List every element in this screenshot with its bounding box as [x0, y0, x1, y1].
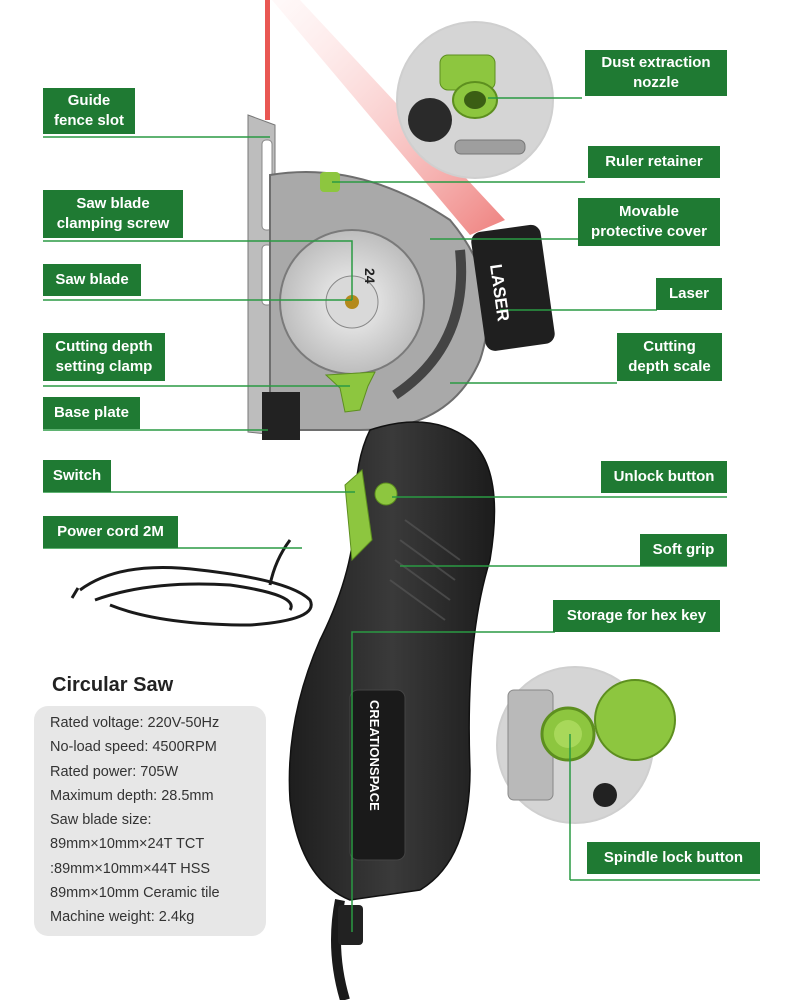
blade-number-text: 24	[362, 268, 378, 284]
depth-scale-arc	[392, 249, 467, 400]
spec-maximum-depth: Maximum depth: 28.5mm	[50, 787, 214, 804]
laser-module-shape	[471, 224, 555, 351]
spec-rated-power: Rated power: 705W	[50, 763, 179, 780]
spec-no-load-speed: No-load speed: 4500RPM	[50, 739, 217, 756]
coiled-cord	[70, 539, 313, 627]
spec-blade-ceramic: 89mm×10mm Ceramic tile	[50, 885, 220, 902]
spec-machine-weight: Machine weight: 2.4kg	[50, 909, 195, 926]
handle-body-shape	[288, 421, 496, 901]
label-cutting-depth-setting-clamp: Cutting depth setting clamp	[43, 333, 165, 381]
spec-saw-blade-size: Saw blade size:	[50, 812, 152, 829]
label-saw-blade: Saw blade	[43, 264, 141, 296]
dust-nozzle-inset	[396, 21, 554, 179]
depth-clamp-lever	[324, 371, 376, 413]
spec-rated-voltage: Rated voltage: 220V-50Hz	[50, 715, 220, 731]
connector-lines	[43, 97, 760, 932]
spindle-lock-inset	[496, 666, 676, 824]
specs-panel: Rated voltage: 220V-50Hz No-load speed: …	[34, 706, 266, 936]
laser-module-text: LASER	[486, 263, 513, 323]
label-cutting-depth-scale: Cutting depth scale	[617, 333, 722, 381]
label-guide-fence-slot: Guide fence slot	[43, 88, 135, 134]
spec-blade-hss: :89mm×10mm×44T HSS	[50, 860, 211, 877]
label-laser: Laser	[656, 278, 722, 310]
unlock-button-dot	[374, 482, 398, 506]
label-ruler-retainer: Ruler retainer	[588, 146, 720, 178]
label-soft-grip: Soft grip	[640, 534, 727, 566]
label-base-plate: Base plate	[43, 397, 140, 429]
laser-fan	[272, 0, 505, 235]
label-unlock-button: Unlock button	[601, 461, 727, 493]
label-power-cord: Power cord 2M	[43, 516, 178, 548]
brand-text: CREATIONSPACE	[367, 700, 382, 811]
spec-blade-tct: 89mm×10mm×24T TCT	[50, 836, 205, 853]
label-storage-for-hex-key: Storage for hex key	[553, 600, 720, 632]
laser-beam-line	[265, 0, 270, 120]
ruler-retainer-knob	[320, 172, 340, 192]
label-dust-extraction-nozzle: Dust extraction nozzle	[585, 50, 727, 96]
label-saw-blade-clamping-screw: Saw blade clamping screw	[43, 190, 183, 238]
product-title: Circular Saw	[52, 674, 174, 696]
label-spindle-lock-button: Spindle lock button	[587, 842, 760, 874]
label-switch: Switch	[43, 460, 111, 492]
brand-panel	[349, 689, 406, 861]
label-movable-protective-cover: Movable protective cover	[578, 198, 720, 246]
